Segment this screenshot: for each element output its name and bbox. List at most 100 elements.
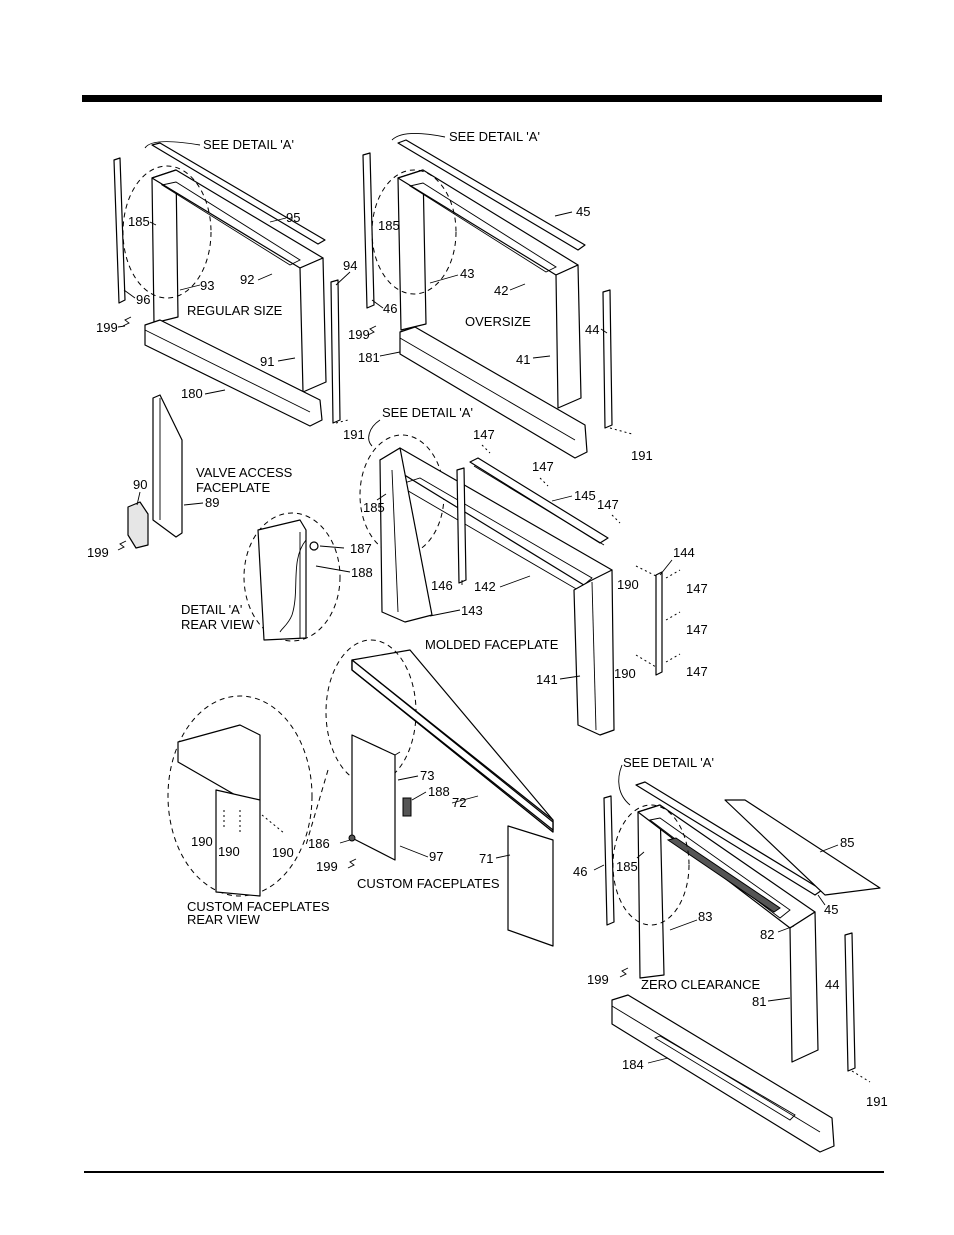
leader-141 xyxy=(559,675,581,680)
part-num-191-zero: 191 xyxy=(866,1094,888,1109)
label-detail-a: DETAIL 'A' xyxy=(181,602,242,617)
label-regular-size: REGULAR SIZE xyxy=(187,303,283,318)
detail-a-leader-molded xyxy=(368,419,381,447)
part-91-right-leg xyxy=(299,257,327,393)
zero-clearance-assembly xyxy=(593,764,881,1153)
label-see-detail-molded: SEE DETAIL 'A' xyxy=(382,405,473,420)
detail-a-leader-regular xyxy=(144,141,201,149)
leader-85 xyxy=(819,844,839,853)
label-zero-clearance: ZERO CLEARANCE xyxy=(641,977,761,992)
part-num-188-detail: 188 xyxy=(351,565,373,580)
part-46-strip-oversize xyxy=(362,152,375,309)
leader-185-molded xyxy=(376,493,387,501)
leader-46-oversize xyxy=(371,299,384,309)
leader-45 xyxy=(554,211,573,217)
part-num-185-molded: 185 xyxy=(363,500,385,515)
part-num-93: 93 xyxy=(200,278,214,293)
part-90-door xyxy=(127,501,149,549)
part-81-right-leg xyxy=(789,911,819,1063)
dash-191-zero xyxy=(851,1070,871,1083)
part-44-side-strip-oversize xyxy=(602,289,613,429)
part-num-147-a: 147 xyxy=(473,427,495,442)
detail-a-circle-zero xyxy=(612,804,690,926)
part-num-191-regular: 191 xyxy=(343,427,365,442)
part-186-screw xyxy=(348,834,356,842)
part-num-147-d: 147 xyxy=(686,581,708,596)
part-num-144: 144 xyxy=(673,545,695,560)
part-num-147-c: 147 xyxy=(597,497,619,512)
part-71-right-panel xyxy=(507,825,554,947)
leader-91 xyxy=(277,357,296,362)
part-num-94: 94 xyxy=(343,258,357,273)
leader-142 xyxy=(499,575,531,588)
part-num-143: 143 xyxy=(461,603,483,618)
leader-94 xyxy=(335,271,351,286)
part-num-81: 81 xyxy=(752,994,766,1009)
label-detail-rear-view: REAR VIEW xyxy=(181,617,255,632)
text-labels: SEE DETAIL 'A' SEE DETAIL 'A' SEE DETAIL… xyxy=(87,129,888,1109)
part-num-44-oversize: 44 xyxy=(585,322,599,337)
part-num-44-zero: 44 xyxy=(825,977,839,992)
part-181-edge xyxy=(399,337,576,441)
label-see-detail-oversize: SEE DETAIL 'A' xyxy=(449,129,540,144)
label-see-detail-regular: SEE DETAIL 'A' xyxy=(203,137,294,152)
leader-83 xyxy=(669,919,698,931)
leader-188-custom xyxy=(411,791,427,801)
part-num-186: 186 xyxy=(308,836,330,851)
part-num-188-custom: 188 xyxy=(428,784,450,799)
leader-145 xyxy=(551,495,573,502)
part-num-92: 92 xyxy=(240,272,254,287)
custom-rear-header xyxy=(177,724,261,801)
leader-81 xyxy=(767,997,791,1002)
leader-187 xyxy=(319,545,345,549)
part-num-181: 181 xyxy=(358,350,380,365)
leader-184 xyxy=(647,1057,669,1064)
custom-rear-view xyxy=(167,695,313,897)
part-num-71: 71 xyxy=(479,851,493,866)
part-44-side-strip-zero xyxy=(844,932,856,1072)
part-92-frame-inner xyxy=(160,181,301,266)
leader-185-zero xyxy=(636,851,645,859)
part-num-83: 83 xyxy=(698,909,712,924)
part-num-147-e: 147 xyxy=(686,622,708,637)
part-41-right-leg xyxy=(555,264,582,409)
leader-97 xyxy=(399,845,429,858)
label-custom-rear-view: REAR VIEW xyxy=(187,912,261,927)
leader-93 xyxy=(179,284,201,291)
part-num-72: 72 xyxy=(452,795,466,810)
part-83-left-leg xyxy=(637,804,665,979)
dash-191-oversize xyxy=(609,427,633,435)
part-num-184: 184 xyxy=(622,1057,644,1072)
fastener-199-regular xyxy=(122,316,132,327)
part-num-185-oversize: 185 xyxy=(378,218,400,233)
part-num-190-d: 190 xyxy=(218,844,240,859)
part-num-185-regular: 185 xyxy=(128,214,150,229)
part-num-187: 187 xyxy=(350,541,372,556)
dash-147-b xyxy=(665,569,681,663)
label-custom-faceplates: CUSTOM FACEPLATES xyxy=(357,876,500,891)
part-num-97: 97 xyxy=(429,849,443,864)
part-num-95: 95 xyxy=(286,210,300,225)
leader-44-oversize xyxy=(600,328,608,334)
leader-73 xyxy=(397,775,419,781)
leader-95 xyxy=(269,217,287,223)
detail-a-leader-oversize xyxy=(391,133,446,141)
part-num-185-zero: 185 xyxy=(616,859,638,874)
fastener-199-zero xyxy=(619,967,629,978)
fastener-199-valve xyxy=(117,540,127,551)
leader-90 xyxy=(136,491,141,506)
custom-zoom-connector xyxy=(305,769,329,846)
part-188-switch xyxy=(402,797,412,817)
molded-faceplate-assembly xyxy=(359,419,681,736)
leader-96 xyxy=(123,289,136,299)
part-142-frame-inner xyxy=(396,477,593,591)
part-num-90: 90 xyxy=(133,477,147,492)
part-43-left-leg xyxy=(397,169,427,331)
leader-82 xyxy=(777,925,795,933)
part-num-43: 43 xyxy=(460,266,474,281)
part-42-frame-inner xyxy=(408,182,557,273)
label-custom-rear: CUSTOM FACEPLATES xyxy=(187,899,330,914)
part-num-190-a: 190 xyxy=(617,577,639,592)
label-valve-faceplate: FACEPLATE xyxy=(196,480,271,495)
part-num-180: 180 xyxy=(181,386,203,401)
